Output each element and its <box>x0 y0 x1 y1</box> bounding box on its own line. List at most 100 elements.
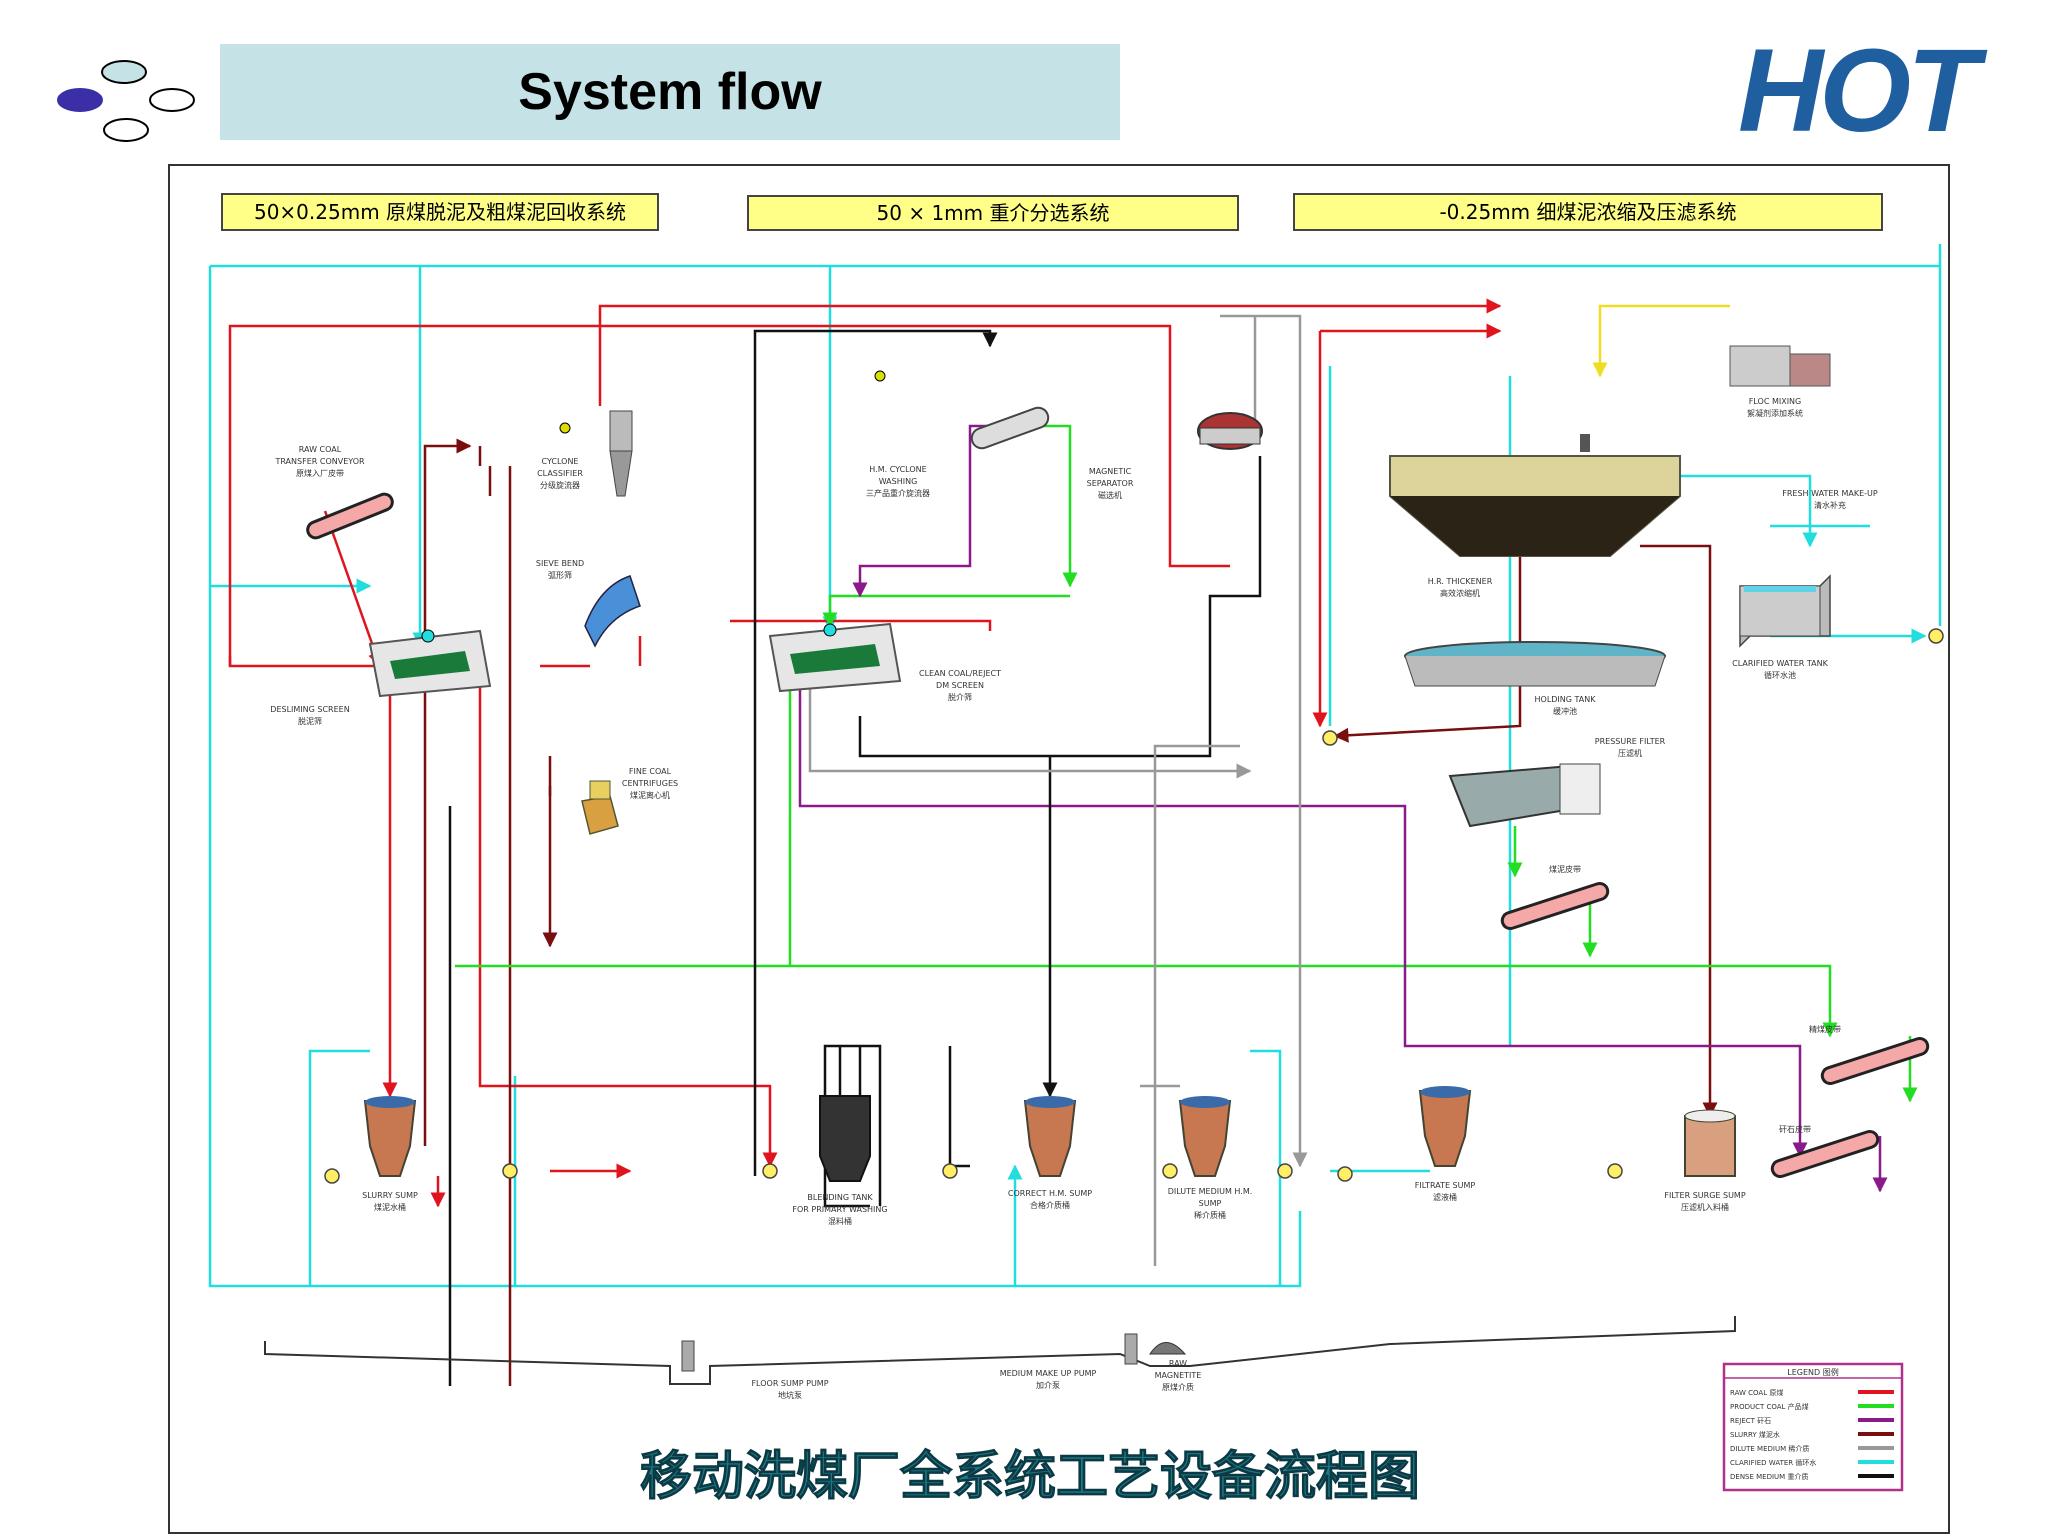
dilute-sump-label-3: 稀介质桶 <box>1194 1210 1226 1220</box>
floor-sump-label-1: FLOOR SUMP PUMP <box>751 1379 828 1388</box>
floc-mixing-label-1: FLOC MIXING <box>1749 397 1801 406</box>
raw-magnetite-label-2: MAGNETITE <box>1155 1371 1202 1380</box>
clarified-water-lines <box>208 244 1942 1288</box>
section-header-desliming-label: 50×0.25mm 原煤脱泥及粗煤泥回收系统 <box>254 200 626 224</box>
section-header-fine-slime-label: -0.25mm 细煤泥浓缩及压滤系统 <box>1439 200 1736 224</box>
filtrate-sump-label-2: 滤液桶 <box>1433 1192 1457 1202</box>
raw-magnetite-label-1: RAW <box>1169 1359 1187 1368</box>
medium-makeup-label-2: 加介泵 <box>1036 1380 1060 1390</box>
bullet-circles-icon <box>57 60 195 142</box>
clarified-water-tank-icon <box>1739 574 1831 648</box>
hm-cyclone-label-2: WASHING <box>879 477 918 486</box>
desliming-screen-label-1: DESLIMING SCREEN <box>270 705 349 714</box>
holding-tank-icon <box>1404 641 1666 687</box>
pressure-filter-label-2: 压滤机 <box>1618 748 1642 758</box>
section-header-desliming: 50×0.25mm 原煤脱泥及粗煤泥回收系统 <box>221 193 659 231</box>
product-belt-icon <box>1820 1036 1930 1086</box>
slurry-sump-label-1: SLURRY SUMP <box>362 1191 418 1200</box>
floor-sump-label-2: 地坑泵 <box>778 1390 802 1400</box>
slurry-sump-icon <box>363 1096 417 1177</box>
clarified-water-tank-label-2: 循环水池 <box>1764 670 1796 680</box>
blending-tank-label-1: BLENDING TANK <box>807 1193 873 1202</box>
floc-mixing-label-2: 絮凝剂添加系统 <box>1747 408 1803 418</box>
thickener-label-2: 高效浓缩机 <box>1440 588 1480 598</box>
fine-coal-centrifuge-label-1: FINE COAL <box>629 767 672 776</box>
legend-item-label: RAW COAL 原煤 <box>1730 1388 1783 1397</box>
flow-diagram-canvas: 50×0.25mm 原煤脱泥及粗煤泥回收系统 50 × 1mm 重介分选系统 -… <box>208 193 1944 1508</box>
hr-thickener-icon <box>1389 434 1681 557</box>
sieve-bend-label-1: SIEVE BEND <box>536 559 584 568</box>
fine-coal-centrifuge-label-3: 煤泥离心机 <box>630 790 670 800</box>
floc-mixing-unit-icon <box>1729 345 1831 387</box>
clarified-water-tank-label-1: CLARIFIED WATER TANK <box>1732 659 1828 668</box>
raw-coal-lines <box>228 298 1502 1208</box>
section-header-fine-slime: -0.25mm 细煤泥浓缩及压滤系统 <box>1293 193 1883 231</box>
reject-belt-icon <box>1770 1129 1880 1179</box>
clean-coal-screen-label-2: DM SCREEN <box>936 681 984 690</box>
filtrate-sump-label-1: FILTRATE SUMP <box>1415 1181 1476 1190</box>
fine-coal-centrifuge-label-2: CENTRIFUGES <box>622 779 678 788</box>
sieve-bend-icon <box>584 575 641 648</box>
pump-icons <box>324 628 1944 1184</box>
cyclone-classifier-label-2: CLASSIFIER <box>537 469 583 478</box>
floor-sump-pump-icon <box>681 1340 695 1372</box>
filter-surge-sump-label-1: FILTER SURGE SUMP <box>1664 1191 1745 1200</box>
dilute-medium-lines <box>808 314 1308 1266</box>
hm-cyclone-label-1: H.M. CYCLONE <box>869 465 926 474</box>
legend: LEGEND 图例 RAW COAL 原煤 PRODUCT COAL 产品煤 REJ… <box>1722 1362 1904 1492</box>
title-band: System flow <box>220 44 1120 140</box>
correct-sump-label-1: CORRECT H.M. SUMP <box>1008 1189 1092 1198</box>
legend-title: LEGEND 图例 <box>1787 1367 1838 1377</box>
hm-cyclone-icon <box>874 370 1050 450</box>
fine-coal-centrifuge-icon <box>581 780 619 835</box>
magnetic-separator-label-3: 磁选机 <box>1098 490 1122 500</box>
footer-title: 移动洗煤厂全系统工艺设备流程图 <box>640 1447 1420 1507</box>
legend-item-label: SLURRY 煤泥水 <box>1730 1430 1780 1439</box>
cyclone-classifier-label-1: CYCLONE <box>542 457 579 466</box>
magnetic-separator-label-1: MAGNETIC <box>1089 467 1132 476</box>
raw-coal-conveyor-label-3: 原煤入厂皮带 <box>296 468 344 478</box>
legend-item-label: PRODUCT COAL 产品煤 <box>1730 1402 1809 1411</box>
clean-coal-screen-label-3: 脱介筛 <box>948 692 972 702</box>
product-coal-lines <box>455 424 1918 1103</box>
slide-header: System flow HOT <box>0 0 2048 160</box>
cyclone-classifier-icon <box>559 410 633 497</box>
thickener-label-1: H.R. THICKENER <box>1428 577 1493 586</box>
filter-surge-sump-icon <box>1684 1109 1736 1177</box>
desliming-screen-icon <box>368 629 492 698</box>
floor-sump-line <box>264 1316 1736 1385</box>
medium-makeup-pump-icon <box>1124 1333 1138 1365</box>
raw-coal-conveyor-label-1: RAW COAL <box>299 445 342 454</box>
section-header-dense-medium: 50 × 1mm 重介分选系统 <box>747 195 1239 231</box>
logo-text: HOT <box>1738 25 1979 157</box>
clean-coal-screen-icon <box>768 622 902 693</box>
raw-magnetite-pile-icon <box>1149 1342 1187 1355</box>
correct-hm-sump-icon <box>1023 1096 1077 1177</box>
slurry-lines <box>423 438 1718 1386</box>
medium-makeup-label-1: MEDIUM MAKE UP PUMP <box>1000 1369 1097 1378</box>
clean-coal-screen-label-1: CLEAN COAL/REJECT <box>919 669 1001 678</box>
blending-tank-label-3: 混料桶 <box>828 1216 852 1226</box>
hm-cyclone-label-3: 三产品重介旋流器 <box>866 488 930 498</box>
company-logo: HOT <box>1738 32 2028 150</box>
desliming-screen-label-2: 脱泥筛 <box>298 716 322 726</box>
flocculant-line <box>1592 304 1730 378</box>
fresh-water-label-1: FRESH WATER MAKE-UP <box>1782 489 1878 498</box>
blending-tank-icon <box>819 1095 871 1182</box>
magnetic-separator-label-2: SEPARATOR <box>1087 479 1134 488</box>
reject-lines <box>798 424 1888 1193</box>
filtrate-sump-icon <box>1418 1086 1472 1167</box>
blending-tank-label-2: FOR PRIMARY WASHING <box>792 1205 887 1214</box>
reject-belt-label: 矸石皮带 <box>1779 1124 1811 1134</box>
section-header-dense-medium-label: 50 × 1mm 重介分选系统 <box>877 201 1110 225</box>
magnetic-separator-icon <box>1197 412 1263 450</box>
correct-sump-label-2: 合格介质桶 <box>1030 1200 1070 1210</box>
cyclone-classifier-label-3: 分级旋流器 <box>540 480 580 490</box>
legend-item-label: DILUTE MEDIUM 稀介质 <box>1730 1444 1809 1453</box>
fresh-water-label-2: 清水补充 <box>1814 500 1846 510</box>
legend-item-label: DENSE MEDIUM 重介质 <box>1730 1472 1808 1481</box>
dilute-sump-label-1: DILUTE MEDIUM H.M. <box>1168 1187 1253 1196</box>
legend-item-label: REJECT 矸石 <box>1730 1417 1771 1425</box>
legend-item-label: CLARIFIED WATER 循环水 <box>1730 1458 1816 1467</box>
product-belt-label: 精煤皮带 <box>1809 1024 1841 1034</box>
